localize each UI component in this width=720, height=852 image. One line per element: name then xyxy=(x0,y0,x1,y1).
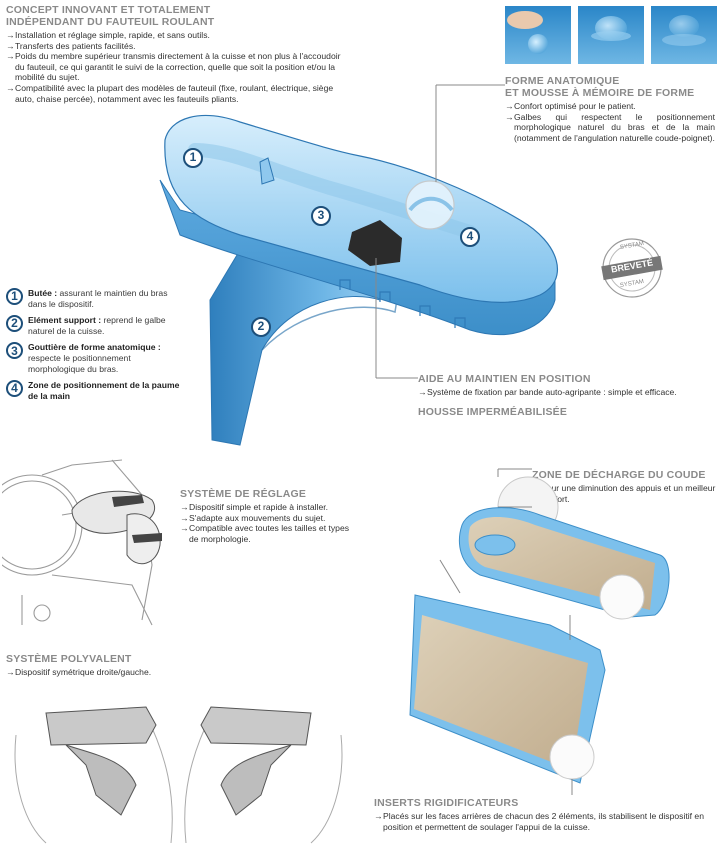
polyvalent-title: SYSTÈME POLYVALENT xyxy=(6,653,132,665)
arrow-icon: → xyxy=(180,502,189,512)
arrow-icon: → xyxy=(374,811,383,821)
inserts-title: INSERTS RIGIDIFICATEURS xyxy=(374,797,519,809)
marker-4 xyxy=(460,227,480,247)
aide-item: Système de fixation par bande auto-agrip… xyxy=(427,387,677,397)
legend-text: reprend le galbe naturel de la cuisse. xyxy=(28,315,166,336)
marker-1-label: 1 xyxy=(189,150,197,164)
arrow-icon: → xyxy=(180,512,189,523)
aide-section: AIDE AU MAINTIEN EN POSITION →Système de… xyxy=(418,373,718,418)
photo-1 xyxy=(505,6,571,64)
arrow-icon: → xyxy=(6,667,15,677)
aide-title: AIDE AU MAINTIEN EN POSITION xyxy=(418,373,591,385)
photo-2 xyxy=(578,6,644,64)
main-product-illustration xyxy=(159,84,663,446)
legend-item-2: 2 Elément support : reprend le galbe nat… xyxy=(6,315,186,336)
polyvalent-section: SYSTÈME POLYVALENT →Dispositif symétriqu… xyxy=(6,653,256,678)
intro-title-1: CONCEPT INNOVANT ET TOTALEMENT xyxy=(6,4,211,16)
intro-item: Compatibilité avec la plupart des modèle… xyxy=(15,82,334,104)
inserts-illustration xyxy=(409,468,670,795)
legend-bold: Zone de positionnement de la paume de la… xyxy=(28,380,180,401)
decharge-title: ZONE DE DÉCHARGE DU COUDE xyxy=(532,469,706,481)
reglage-title: SYSTÈME DE RÉGLAGE xyxy=(180,488,307,500)
forme-item: Confort optimisé pour le patient. xyxy=(514,101,636,111)
symmetric-sketches xyxy=(14,706,343,844)
marker-2 xyxy=(251,317,271,337)
forme-item: Galbes qui respectent le positionnement … xyxy=(514,111,715,143)
forme-title-2: ET MOUSSE À MÉMOIRE DE FORME xyxy=(505,87,695,99)
marker-2-label: 2 xyxy=(257,319,265,333)
legend-bold: Elément support : xyxy=(28,315,102,326)
reglage-item: Dispositif simple et rapide à installer. xyxy=(189,502,328,512)
reglage-section: SYSTÈME DE RÉGLAGE →Dispositif simple et… xyxy=(180,488,355,544)
legend-bold: Butée : xyxy=(28,288,58,298)
arrow-icon: → xyxy=(180,523,189,534)
inserts-section: INSERTS RIGIDIFICATEURS →Placés sur les … xyxy=(374,797,714,832)
legend: 1 Butée : assurant le maintien du bras d… xyxy=(6,288,186,401)
legend-number: 4 xyxy=(6,380,23,398)
arrow-icon: → xyxy=(505,101,514,111)
arrow-icon: → xyxy=(6,82,15,93)
legend-number: 2 xyxy=(6,315,23,333)
legend-text: assurant le maintien du bras dans le dis… xyxy=(28,288,168,309)
marker-4-label: 4 xyxy=(466,229,474,243)
legend-item-4: 4 Zone de positionnement de la paume de … xyxy=(6,380,186,401)
legend-number: 1 xyxy=(6,288,23,305)
arrow-icon: → xyxy=(418,387,427,397)
legend-number: 3 xyxy=(6,342,23,360)
forme-title-1: FORME ANATOMIQUE xyxy=(505,75,620,87)
legend-item-1: 1 Butée : assurant le maintien du bras d… xyxy=(6,288,186,309)
intro-item: Transferts des patients facilités. xyxy=(15,40,136,51)
memory-foam-photos xyxy=(505,6,717,64)
brevete-stamp xyxy=(601,238,663,298)
intro-section: CONCEPT INNOVANT ET TOTALEMENT INDÉPENDA… xyxy=(6,4,351,104)
reglage-item: Compatible avec toutes les tailles et ty… xyxy=(189,523,350,544)
intro-item: Installation et réglage simple, rapide, … xyxy=(15,30,210,40)
marker-1 xyxy=(183,148,203,168)
arrow-icon: → xyxy=(6,30,15,40)
arrow-icon: → xyxy=(505,111,514,122)
arrow-icon: → xyxy=(6,40,15,51)
intro-title-2: INDÉPENDANT DU FAUTEUIL ROULANT xyxy=(6,16,215,28)
wheelchair-sketch xyxy=(2,459,162,626)
housse-title: HOUSSE IMPERMÉABILISÉE xyxy=(418,405,568,418)
intro-item: Poids du membre supérieur transmis direc… xyxy=(15,51,341,83)
marker-3-label: 3 xyxy=(317,208,325,222)
arrow-icon: → xyxy=(6,51,15,62)
legend-bold: Gouttière de forme anatomique : xyxy=(28,342,161,353)
photo-3 xyxy=(651,6,717,64)
reglage-item: S'adapte aux mouvements du sujet. xyxy=(189,512,326,523)
marker-3 xyxy=(311,206,331,226)
legend-text: respecte le positionnement morphologique… xyxy=(28,352,131,374)
polyvalent-item: Dispositif symétrique droite/gauche. xyxy=(15,667,152,677)
legend-item-3: 3 Gouttière de forme anatomique : respec… xyxy=(6,342,186,374)
inserts-item: Placés sur les faces arrières de chacun … xyxy=(383,811,704,832)
forme-section: FORME ANATOMIQUE ET MOUSSE À MÉMOIRE DE … xyxy=(505,75,715,143)
